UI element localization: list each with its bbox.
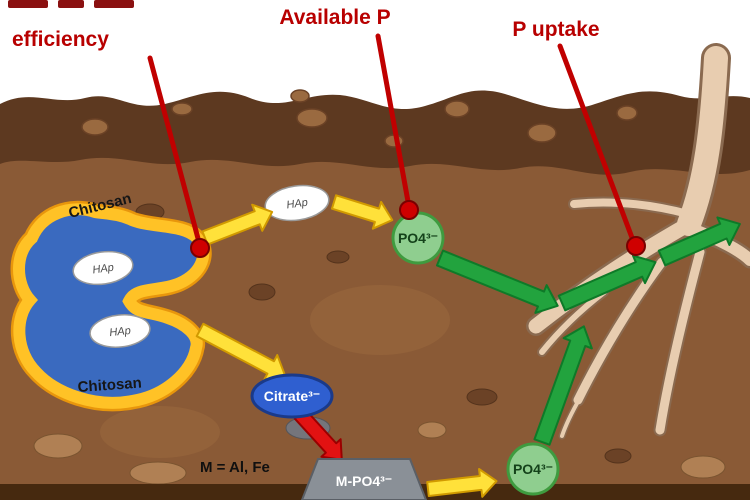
metal-phosphate-node: M-PO4³⁻ bbox=[300, 458, 428, 500]
hap-released-label: HAp bbox=[286, 197, 309, 212]
hap-particle-2-label: HAp bbox=[109, 325, 132, 339]
chitosan-bottom-label: Chitosan bbox=[77, 375, 142, 396]
arrow-root-uptake-2 bbox=[657, 216, 741, 267]
arrow-hap-to-po4 bbox=[330, 194, 394, 230]
hap-particle-1-label: HAp bbox=[92, 262, 115, 277]
po4-available-node: PO4³⁻ bbox=[391, 211, 445, 265]
cropped-text-fragment bbox=[8, 0, 134, 8]
yellow-arrows bbox=[195, 194, 498, 498]
available-p-label: Available P bbox=[279, 6, 390, 29]
arrow-mpo4-to-po4 bbox=[426, 468, 498, 498]
soil-patch bbox=[100, 406, 220, 458]
hap-particle-1: HAp bbox=[72, 250, 134, 286]
pointer-efficiency bbox=[147, 55, 203, 249]
soil-patch bbox=[310, 285, 450, 355]
band-rocks bbox=[81, 89, 638, 148]
p-uptake-label: P uptake bbox=[512, 18, 599, 41]
dot-available-p bbox=[399, 200, 419, 220]
hap-released-particle: HAp bbox=[264, 184, 330, 222]
metal-phosphate-label: M-PO4³⁻ bbox=[336, 473, 392, 489]
arrow-blob-to-hap bbox=[201, 203, 274, 246]
arrow-bottom-po4-to-root bbox=[533, 325, 593, 446]
po4-available-label: PO4³⁻ bbox=[398, 230, 438, 246]
green-arrows bbox=[435, 216, 741, 446]
arrow-po4-to-root bbox=[435, 249, 559, 314]
citrate-label: Citrate³⁻ bbox=[264, 388, 320, 404]
pointer-lines bbox=[147, 33, 637, 249]
efficiency-label: efficiency bbox=[12, 28, 109, 51]
pointer-available-p bbox=[375, 33, 412, 210]
pointer-p-uptake bbox=[557, 43, 637, 246]
po4-bottom-node: PO4³⁻ bbox=[506, 442, 560, 496]
arrow-root-uptake-1 bbox=[557, 254, 657, 312]
po4-bottom-label: PO4³⁻ bbox=[513, 461, 553, 477]
hap-particle-2: HAp bbox=[89, 314, 151, 348]
dot-efficiency bbox=[190, 238, 210, 258]
metal-note-label: M = Al, Fe bbox=[200, 459, 270, 476]
dot-p-uptake bbox=[626, 236, 646, 256]
citrate-node: Citrate³⁻ bbox=[250, 373, 334, 419]
pointer-dots bbox=[190, 200, 646, 258]
